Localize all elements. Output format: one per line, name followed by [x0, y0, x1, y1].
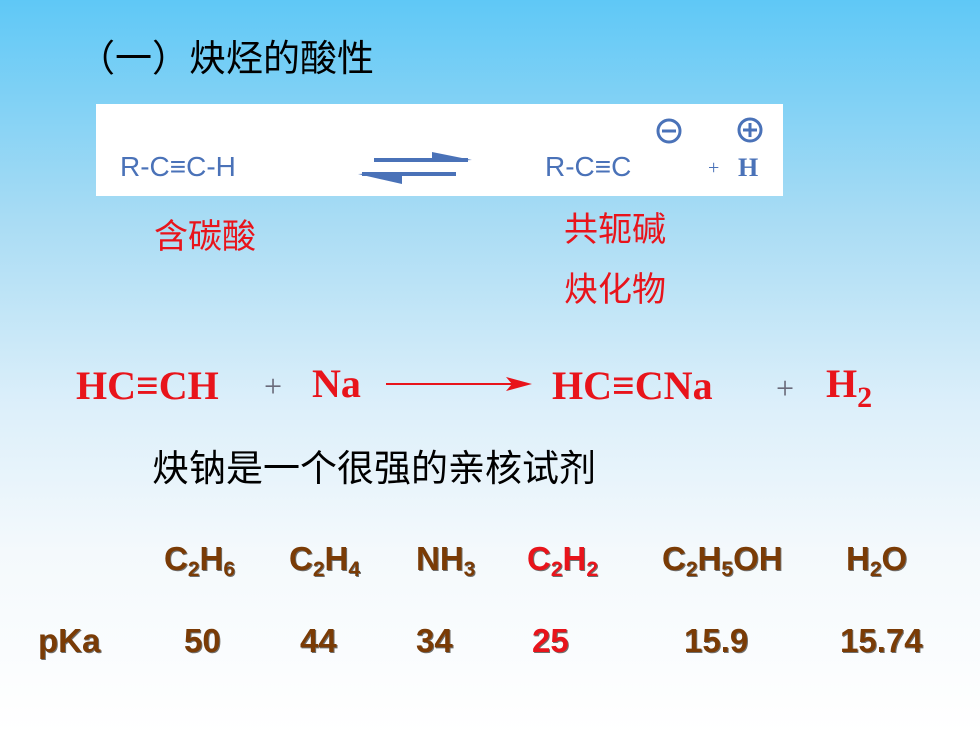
equilibrium-arrows — [358, 152, 472, 184]
acetylide-formula: R-C≡C — [545, 151, 631, 182]
reaction-arrow — [386, 377, 532, 391]
sodium-acetylide-product: HC≡CNa — [552, 363, 713, 408]
pka-value: 15.74 — [840, 622, 923, 659]
nucleophile-note: 炔钠是一个很强的亲核试剂 — [152, 447, 596, 490]
plus-sign-1: + — [264, 368, 283, 404]
compound-formula: C2H5OH — [662, 540, 783, 581]
equilibrium-equation: R-C≡C-H R-C≡C + H — [96, 104, 783, 196]
pka-value: 50 — [184, 622, 221, 659]
proton-symbol: H — [738, 153, 758, 182]
sodium-reagent: Na — [312, 361, 361, 406]
pka-row-label: pKa — [38, 622, 101, 659]
compound-formula: C2H6 — [164, 540, 236, 581]
negative-charge-icon — [656, 118, 682, 144]
pka-value: 25 — [532, 622, 569, 659]
acetylene-reactant: HC≡CH — [76, 363, 219, 408]
acetylide-label: 炔化物 — [564, 270, 666, 310]
plus-sign-2: + — [776, 370, 795, 406]
slide-title: （一）炔烃的酸性 — [78, 37, 374, 80]
hydrogen-byproduct: H2 — [826, 361, 873, 414]
compound-formula: C2H4 — [289, 540, 361, 581]
positive-charge-icon — [737, 117, 763, 143]
alkyne-formula: R-C≡C-H — [120, 151, 236, 182]
pka-value: 34 — [416, 622, 453, 659]
compound-formula: NH3 — [416, 540, 476, 581]
compound-formula: C2H2 — [527, 540, 599, 581]
conjugate-base-label: 共轭碱 — [564, 210, 666, 250]
pka-value: 15.9 — [684, 622, 749, 659]
compound-formula: H2O — [846, 540, 908, 581]
pka-value: 44 — [300, 622, 337, 659]
plus-sign: + — [708, 157, 719, 179]
carbon-acid-label: 含碳酸 — [154, 217, 256, 257]
